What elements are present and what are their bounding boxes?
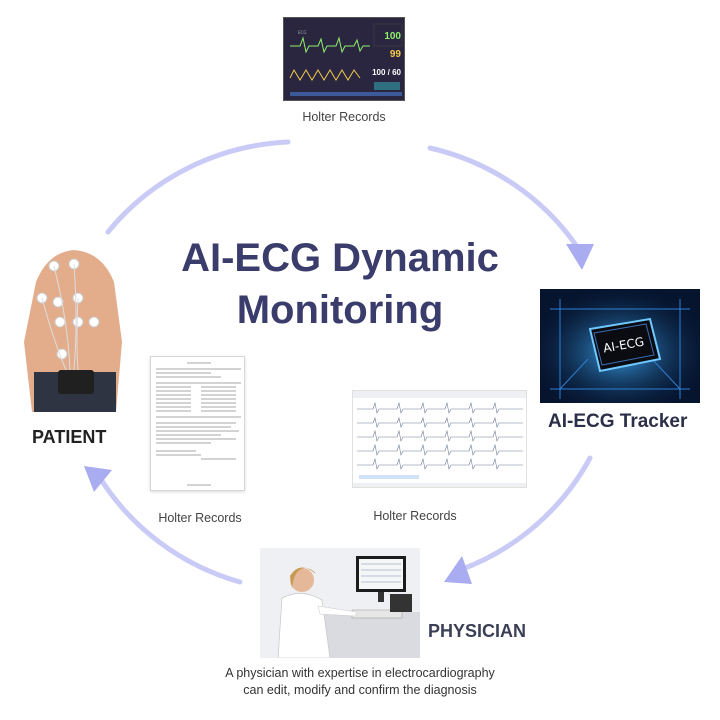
physician-label: PHYSICIAN — [428, 621, 526, 642]
spo2-value: 99 — [390, 49, 402, 60]
vital-signs-monitor: ECG 100 99 100 / 60 — [283, 17, 405, 101]
arrowhead-to-physician — [444, 556, 472, 584]
ai-chip-image: AI-ECG — [540, 289, 700, 403]
ai-chip-graphic: AI-ECG — [540, 289, 700, 403]
ecg-strip-chart — [352, 390, 527, 488]
report-caption: Holter Records — [140, 511, 260, 525]
ecg-strip-caption: Holter Records — [355, 509, 475, 523]
holter-report-document — [150, 356, 245, 491]
patient-torso — [18, 242, 130, 412]
monitor-screen: ECG 100 99 100 / 60 — [284, 18, 405, 101]
flow-arc-top-left — [108, 142, 288, 232]
report-content-lines — [151, 357, 245, 491]
svg-text:ECG: ECG — [298, 30, 306, 35]
footer-line-2: can edit, modify and confirm the diagnos… — [140, 682, 580, 699]
patient-image — [18, 242, 130, 412]
blood-pressure-value: 100 / 60 — [372, 68, 401, 77]
title-line-2: Monitoring — [140, 284, 540, 336]
heart-rate-value: 100 — [384, 31, 401, 42]
flow-arc-bottom-left — [100, 478, 240, 582]
title-line-1: AI-ECG Dynamic — [140, 232, 540, 284]
ai-tracker-label: AI-ECG Tracker — [548, 411, 687, 433]
footer-line-1: A physician with expertise in electrocar… — [140, 665, 580, 682]
ecg-strip-traces — [353, 391, 527, 488]
monitor-caption: Holter Records — [283, 110, 405, 124]
page-title: AI-ECG Dynamic Monitoring — [140, 232, 540, 336]
arrowhead-to-ai-tracker — [566, 244, 594, 270]
footer-description: A physician with expertise in electrocar… — [140, 665, 580, 699]
physician-image — [260, 548, 420, 658]
patient-label: PATIENT — [32, 427, 106, 448]
physician-scene — [260, 548, 420, 658]
